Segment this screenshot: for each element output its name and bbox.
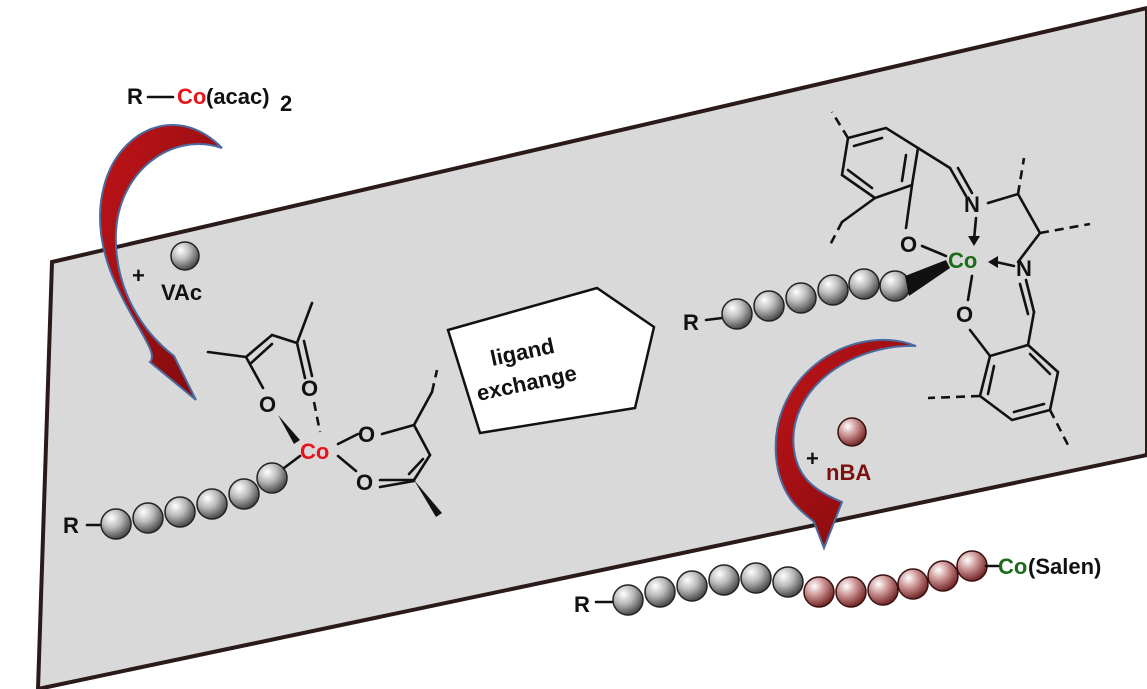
nba-monomer-bead-icon: [837, 417, 867, 447]
vac-chain-bead-icon: [753, 290, 785, 322]
final-product: R Co (Salen): [574, 550, 1101, 617]
curved-arrow-nba-icon: [774, 338, 917, 551]
top-reagent-ligand: (acac): [206, 84, 270, 109]
nba-chain-bead-icon: [897, 568, 929, 600]
top-reagent-cobalt: Co: [177, 84, 206, 109]
vac-chain-bead-icon: [228, 478, 260, 510]
final-cobalt: Co: [998, 554, 1027, 579]
vac-chain-bead-icon: [256, 462, 288, 494]
vac-chain-bead-icon: [100, 508, 132, 540]
ligand-exchange-arrow: ligand exchange: [446, 286, 656, 435]
top-reagent-subscript: 2: [280, 91, 292, 116]
final-r: R: [574, 592, 590, 617]
salen-complex: N O Co N O R: [683, 111, 1091, 446]
vac-chain-bead-icon: [164, 496, 196, 528]
salen-cobalt: Co: [948, 248, 977, 273]
vac-chain-bead-icon: [740, 562, 772, 594]
nba-plus: +: [806, 446, 819, 471]
acac-complex: O O Co O O R: [63, 301, 442, 540]
nba-chain-bead-icon: [867, 574, 899, 606]
acac-r: R: [63, 513, 79, 538]
salen-n-upper: N: [964, 192, 980, 217]
vac-chain-bead-icon: [848, 268, 880, 300]
salen-o-upper: O: [900, 232, 917, 257]
acac-o-top-right: O: [301, 376, 318, 401]
vac-chain-bead-icon: [785, 282, 817, 314]
salen-r: R: [683, 310, 699, 335]
nba-label: nBA: [826, 460, 871, 485]
vac-plus: +: [132, 263, 145, 288]
top-reagent-r: R: [127, 84, 143, 109]
vac-chain-bead-icon: [676, 570, 708, 602]
salen-n-lower: N: [1016, 256, 1032, 281]
vac-chain-bead-icon: [612, 584, 644, 616]
top-reagent: R Co (acac) 2: [127, 84, 292, 116]
vac-monomer-bead-icon: [170, 241, 200, 271]
nba-addition: + nBA: [806, 417, 871, 485]
vac-addition: + VAc: [132, 241, 202, 305]
vac-chain-bead-icon: [708, 564, 740, 596]
vac-chain-bead-icon: [817, 274, 849, 306]
nba-chain-bead-icon: [927, 560, 959, 592]
nba-chain-bead-icon: [835, 576, 867, 608]
salen-o-lower: O: [956, 302, 973, 327]
acac-cobalt: Co: [300, 439, 329, 464]
nba-chain-bead-icon: [956, 550, 988, 582]
vac-chain-bead-icon: [879, 270, 911, 302]
vac-chain-bead-icon: [772, 566, 804, 598]
acac-o-top-left: O: [259, 392, 276, 417]
vac-chain-bead-icon: [721, 298, 753, 330]
nba-chain-bead-icon: [803, 576, 835, 608]
final-ligand: (Salen): [1028, 554, 1101, 579]
vac-chain-bead-icon: [644, 576, 676, 608]
curved-arrow-vac-icon: [99, 124, 223, 401]
acac-o-right-lower: O: [356, 470, 373, 495]
vac-label: VAc: [161, 280, 202, 305]
acac-o-right-upper: O: [358, 422, 375, 447]
vac-chain-bead-icon: [132, 502, 164, 534]
vac-chain-bead-icon: [196, 488, 228, 520]
